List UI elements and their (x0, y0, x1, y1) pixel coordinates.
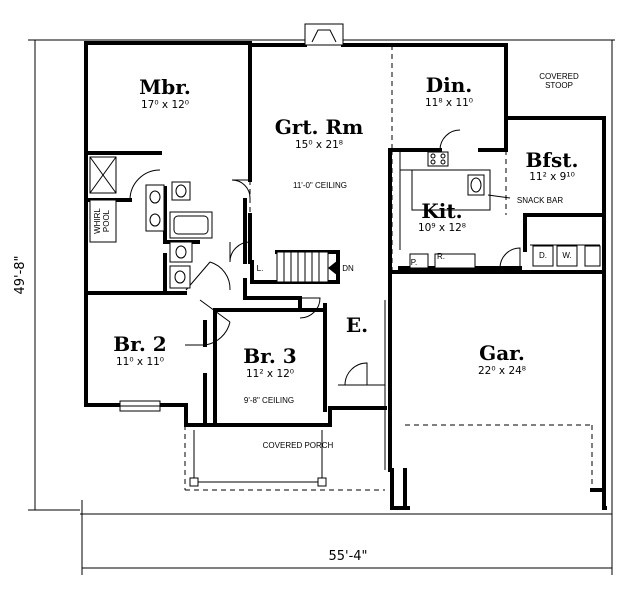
refrigerator-label: R. (437, 252, 445, 261)
room-name-grtrm: Grt. Rm (275, 115, 364, 139)
room-dim-br2: 11⁰ x 11⁰ (116, 356, 164, 368)
whirlpool-label-1: WHIRL (93, 208, 102, 234)
covered-stoop-label-2: STOOP (545, 81, 573, 90)
down-label: DN (342, 264, 354, 273)
washer-label: W. (562, 251, 571, 260)
room-name-br2: Br. 2 (113, 332, 166, 356)
covered-stoop-label-1: COVERED (539, 72, 579, 81)
kitchen-fixtures (409, 151, 511, 269)
dashed-lines (184, 45, 593, 491)
room-name-bfst: Bfst. (526, 148, 579, 172)
room-dim-grtrm: 15⁰ x 21⁸ (295, 139, 343, 151)
stair (276, 251, 338, 283)
covered-porch-label: COVERED PORCH (263, 441, 334, 450)
pantry-label: P. (411, 258, 418, 267)
whirlpool-label-2: POOL (102, 209, 111, 232)
exterior-walls (84, 23, 607, 510)
windows (119, 400, 161, 412)
overall-depth-label: 49'-8" (13, 255, 28, 294)
room-name-din: Din. (426, 73, 472, 97)
width-dimension-line (80, 40, 613, 575)
snack-bar-label: SNACK BAR (517, 196, 563, 205)
dryer-label: D. (539, 251, 547, 260)
laundry-fixtures (532, 245, 601, 267)
room-name-kit: Kit. (421, 199, 462, 223)
room-dim-bfst: 11² x 9¹⁰ (529, 171, 575, 183)
ceiling-note-grtrm: 11'-0" CEILING (293, 181, 347, 190)
linen-label: L. (257, 264, 264, 273)
room-name-br3: Br. 3 (243, 344, 296, 368)
bath-fixtures (89, 156, 213, 289)
ceiling-note-br3: 9'-8" CEILING (244, 396, 294, 405)
room-name-entry: E. (346, 313, 368, 337)
room-name-mbr: Mbr. (139, 75, 191, 99)
room-dim-din: 11⁸ x 11⁰ (425, 97, 473, 109)
room-dim-mbr: 17⁰ x 12⁰ (141, 99, 189, 111)
doors (129, 129, 521, 386)
overall-width-label: 55'-4" (328, 549, 367, 564)
room-dim-br3: 11² x 12⁰ (246, 368, 294, 380)
porch-posts (189, 430, 327, 487)
room-name-gar: Gar. (479, 341, 525, 365)
room-dim-gar: 22⁰ x 24⁸ (478, 365, 526, 377)
room-dim-kit: 10⁹ x 12⁸ (418, 222, 466, 234)
